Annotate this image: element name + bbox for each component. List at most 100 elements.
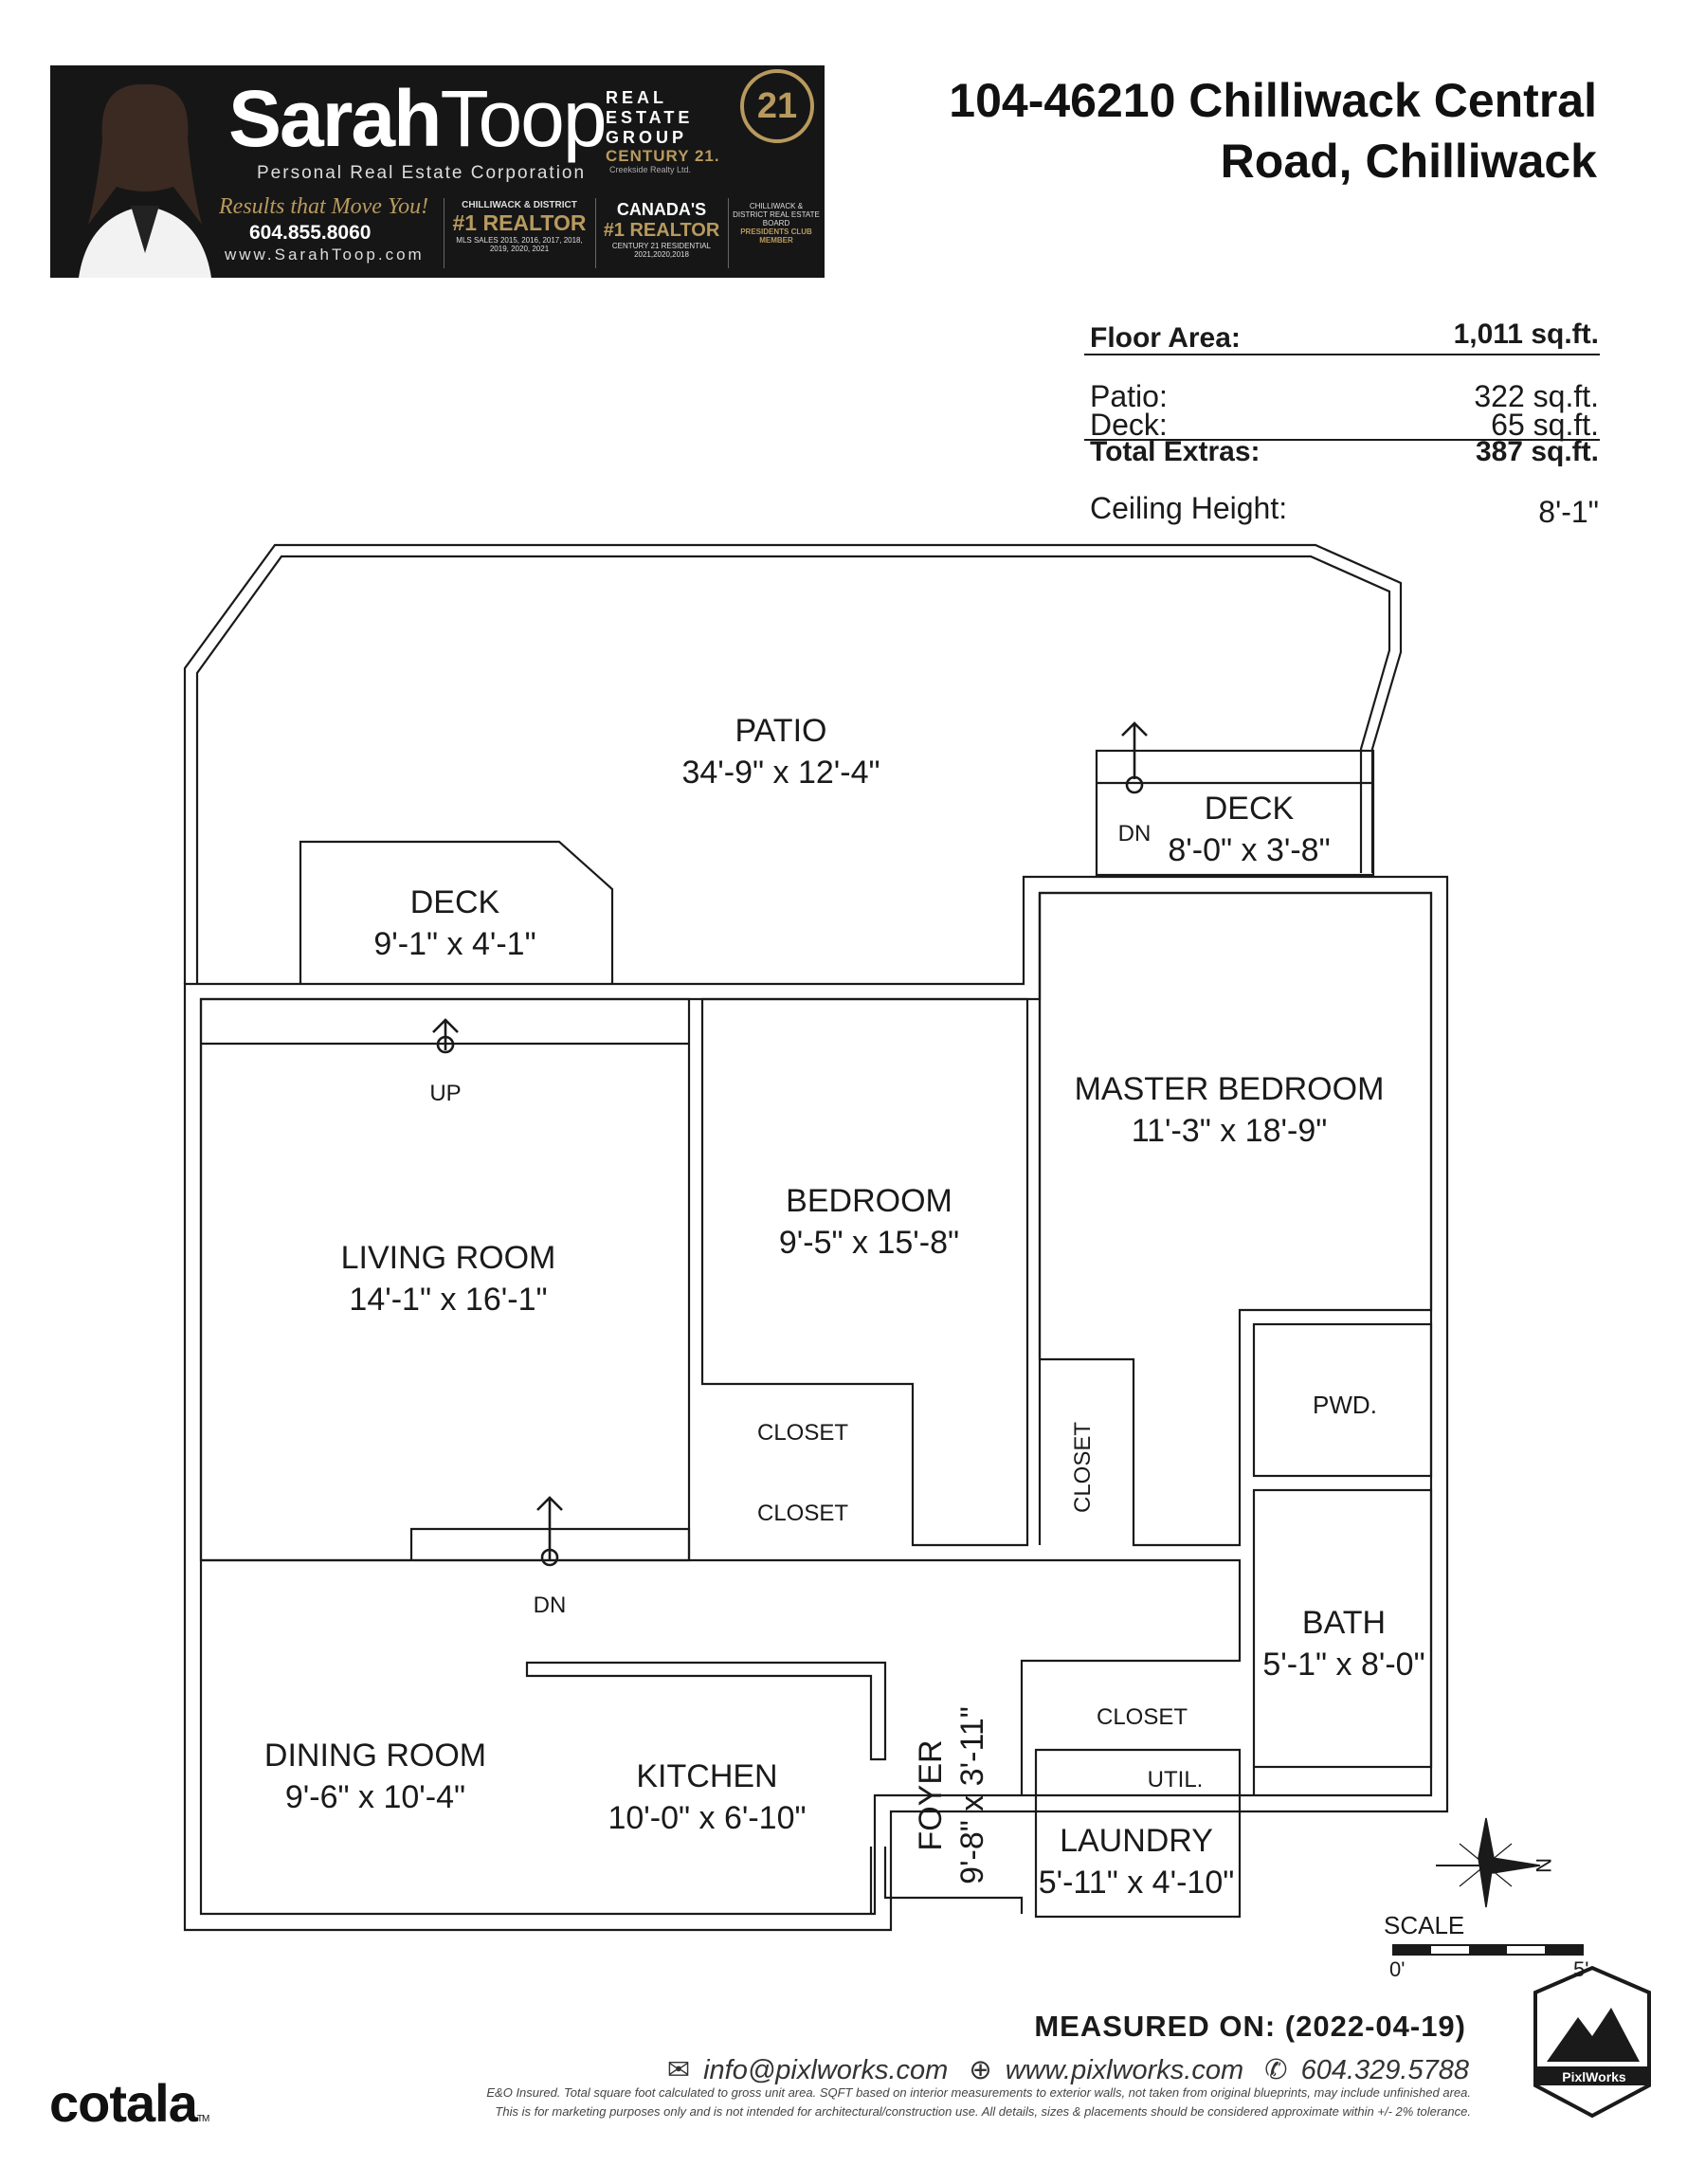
- room-name: MASTER BEDROOM: [1074, 1071, 1385, 1107]
- bath-walls: [1252, 1488, 1433, 1769]
- room-name: BATH: [1301, 1605, 1387, 1641]
- deck-area-label: Deck:: [1090, 408, 1168, 442]
- room-dimensions: 8'-0" x 3'-8": [1168, 832, 1331, 868]
- award-board-gold: PRESIDENTS CLUB MEMBER: [740, 228, 812, 245]
- room-dimensions: 9'-6" x 10'-4": [284, 1779, 466, 1815]
- award-board-text: CHILLIWACK & DISTRICT REAL ESTATE BOARD: [733, 202, 820, 228]
- room-foyer: FOYER 9'-8" x 3'-11": [910, 1706, 993, 1884]
- room-dimensions: 5'-1" x 8'-0": [1262, 1647, 1425, 1683]
- room-kitchen: KITCHEN 10'-0" x 6'-10": [608, 1756, 806, 1839]
- room-dining: DINING ROOM 9'-6" x 10'-4": [264, 1735, 486, 1818]
- room-dimensions: 10'-0" x 6'-10": [608, 1800, 807, 1836]
- century21-logo: 21: [740, 69, 814, 143]
- room-dimensions: 9'-1" x 4'-1": [373, 926, 536, 962]
- room-bedroom: BEDROOM 9'-5" x 15'-8": [779, 1180, 959, 1264]
- scale-bar: [1392, 1944, 1584, 1956]
- bedroom-walls: [700, 997, 1029, 1547]
- ceiling-height-value: 8'-1": [1538, 495, 1599, 529]
- disclaimer-line-1: E&O Insured. Total square foot calculate…: [486, 2085, 1471, 2100]
- room-bath: BATH 5'-1" x 8'-0": [1262, 1602, 1424, 1685]
- deck-area-value: 65 sq.ft.: [1491, 408, 1599, 442]
- room-name: LIVING ROOM: [340, 1240, 556, 1276]
- award-local: CHILLIWACK & DISTRICT #1 REALTOR MLS SAL…: [448, 200, 590, 253]
- contact-email[interactable]: info@pixlworks.com: [703, 2055, 949, 2085]
- room-living: LIVING ROOM 14'-1" x 16'-1": [341, 1237, 556, 1320]
- award-local-top: CHILLIWACK & DISTRICT: [462, 200, 577, 210]
- extras-underline: [1084, 439, 1600, 441]
- award-national-title: #1 REALTOR: [603, 220, 720, 241]
- scale-label: SCALE: [1384, 1911, 1465, 1939]
- stair-label-living-up: UP: [429, 1081, 462, 1106]
- stair-label-living-dn: DN: [533, 1592, 567, 1618]
- kitchen-counter: [525, 1661, 887, 1761]
- room-deck-right: DECK 8'-0" x 3'-8": [1168, 788, 1330, 871]
- room-dimensions: 14'-1" x 16'-1": [349, 1282, 548, 1318]
- award-board: CHILLIWACK & DISTRICT REAL ESTATE BOARD …: [733, 202, 820, 245]
- room-dimensions: 5'-11" x 4'-10": [1038, 1865, 1235, 1901]
- room-dimensions: 9'-5" x 15'-8": [778, 1225, 960, 1261]
- address-line-2: Road, Chilliwack: [1220, 135, 1597, 188]
- contact-web[interactable]: www.pixlworks.com: [1005, 2055, 1244, 2085]
- foyer-walls: [883, 1847, 1024, 1914]
- award-national-years: CENTURY 21 RESIDENTIAL 2021,2020,2018: [611, 242, 712, 259]
- agent-banner: SarahToop Personal Real Estate Corporati…: [50, 65, 825, 278]
- floor-area-underline: [1084, 354, 1600, 355]
- patio-area-value: 322 sq.ft.: [1474, 379, 1599, 413]
- brand-sub: Creekside Realty Ltd.: [609, 165, 692, 174]
- room-name: DECK: [409, 884, 500, 920]
- room-patio: PATIO 34'-9" x 12'-4": [681, 710, 880, 793]
- award-national: CANADA'S #1 REALTOR CENTURY 21 RESIDENTI…: [600, 200, 723, 259]
- room-name: DECK: [1204, 791, 1295, 827]
- room-dimensions: 11'-3" x 18'-9": [1131, 1113, 1328, 1149]
- laundry-walls: [1034, 1748, 1242, 1919]
- room-name: DINING ROOM: [263, 1738, 487, 1774]
- room-name: KITCHEN: [636, 1758, 778, 1794]
- floor-area-label: Floor Area:: [1090, 322, 1241, 354]
- room-name: FOYER: [913, 1739, 949, 1851]
- room-deck-left: DECK 9'-1" x 4'-1": [373, 882, 535, 965]
- agent-phone: 604.855.8060: [249, 222, 372, 244]
- room-dimensions: 34'-9" x 12'-4": [681, 755, 880, 791]
- room-closet-3: CLOSET: [1070, 1421, 1096, 1514]
- total-extras-label: Total Extras:: [1090, 436, 1261, 467]
- arrow-living-up: [432, 1018, 459, 1050]
- tagline: Results that Move You!: [219, 194, 429, 219]
- deck-left-outline: [299, 840, 614, 984]
- award-national-top: CANADA'S: [616, 200, 707, 219]
- globe-icon: ⊕: [969, 2055, 992, 2085]
- agent-corporation: Personal Real Estate Corporation: [257, 163, 587, 183]
- room-name: LAUNDRY: [1060, 1823, 1213, 1859]
- award-local-title: #1 REALTOR: [452, 210, 587, 235]
- north-label: N: [1531, 1858, 1555, 1873]
- disclaimer-line-2: This is for marketing purposes only and …: [495, 2104, 1471, 2119]
- stair-label-deck-dn: DN: [1117, 821, 1152, 846]
- badge-label: PixlWorks: [1562, 2069, 1626, 2084]
- property-address: 104-46210 Chilliwack Central Road, Chill…: [949, 70, 1597, 191]
- room-closet-2: CLOSET: [756, 1501, 849, 1526]
- email-icon: ✉: [666, 2055, 690, 2085]
- room-laundry: LAUNDRY 5'-11" x 4'-10": [1039, 1820, 1235, 1903]
- agent-name-bold: Sarah: [228, 74, 442, 163]
- room-master-bedroom: MASTER BEDROOM 11'-3" x 18'-9": [1075, 1068, 1385, 1152]
- room-dimensions: 9'-8" x 3'-11": [954, 1706, 990, 1884]
- agent-name: SarahToop: [228, 79, 608, 158]
- room-closet-1: CLOSET: [756, 1420, 849, 1446]
- ceiling-height-label: Ceiling Height:: [1090, 491, 1288, 525]
- room-name: PATIO: [735, 713, 827, 749]
- brand-name: CENTURY 21.: [606, 147, 720, 165]
- patio-area-label: Patio:: [1090, 379, 1168, 413]
- scale-start: 0': [1389, 1957, 1406, 1981]
- powder-room-walls: [1252, 1322, 1433, 1478]
- cotala-wordmark: cotala: [49, 2073, 198, 2133]
- contact-line: ✉ info@pixlworks.com ⊕ www.pixlworks.com…: [654, 2053, 1469, 2086]
- master-bedroom-walls: [1038, 891, 1433, 1547]
- agent-website: www.SarahToop.com: [225, 246, 425, 264]
- deck-right-outline: [1095, 749, 1375, 877]
- contact-phone: 604.329.5788: [1300, 2055, 1469, 2085]
- award-local-years: MLS SALES 2015, 2016, 2017, 2018, 2019, …: [456, 236, 583, 253]
- cotala-tm: TM: [196, 2114, 209, 2124]
- address-line-1: 104-46210 Chilliwack Central: [949, 74, 1597, 127]
- stair-arrows: [432, 721, 1148, 1567]
- floor-area-value: 1,011 sq.ft.: [1453, 318, 1599, 350]
